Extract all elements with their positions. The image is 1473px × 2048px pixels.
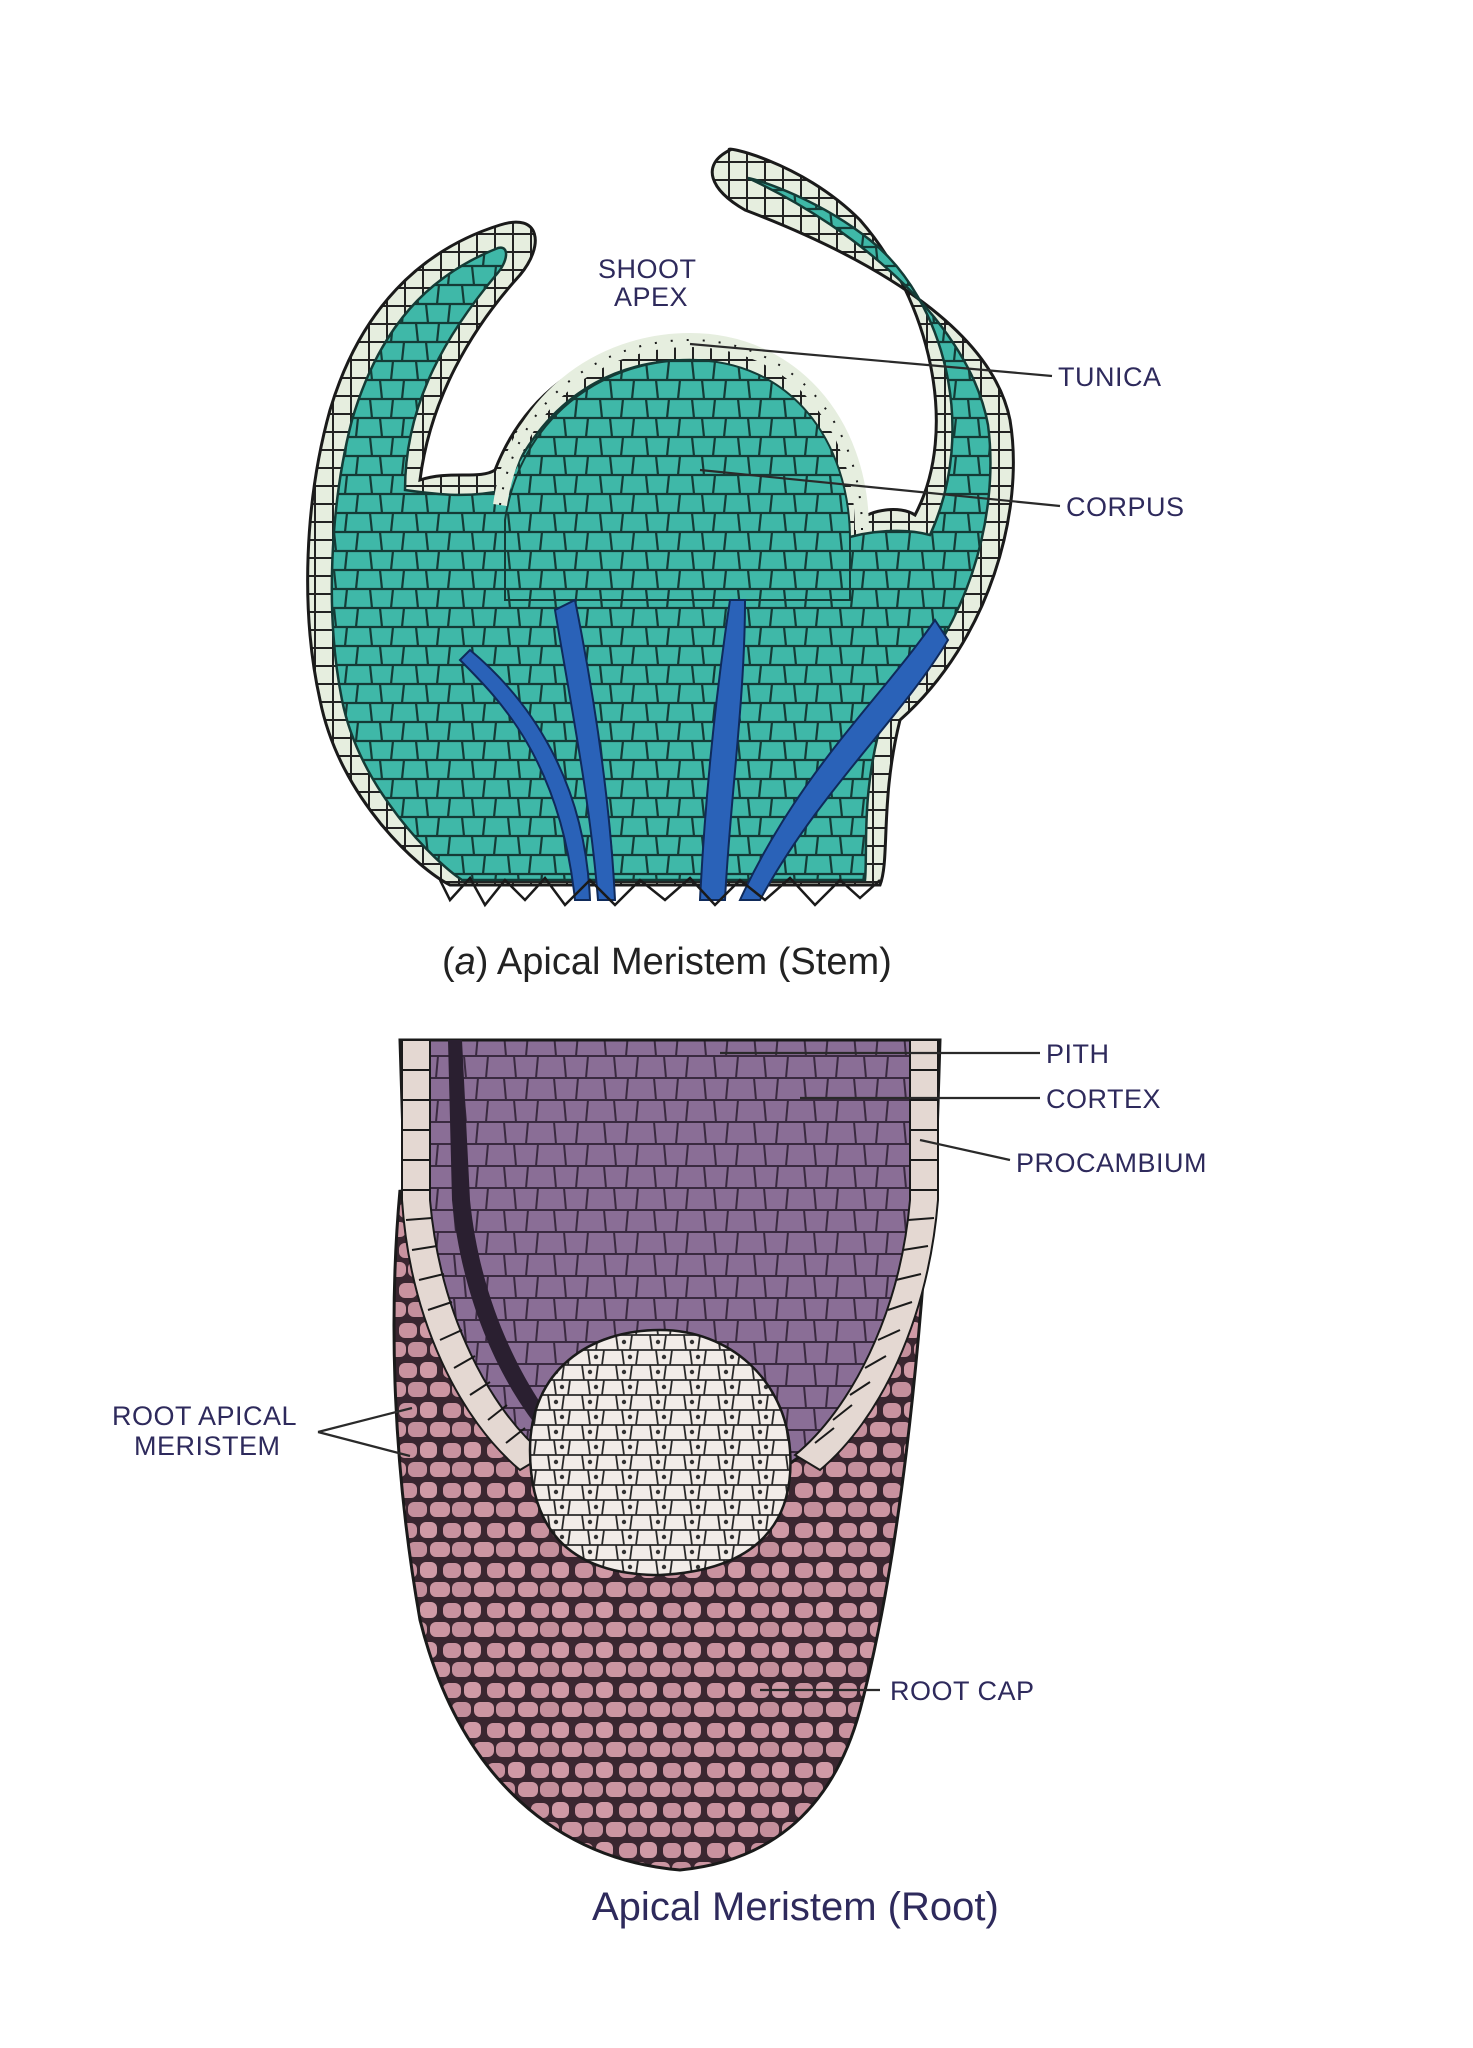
stem-bottom-edge [438, 875, 881, 908]
tunica-leader-line [689, 342, 1053, 378]
root-apical-meristem-label-2: MERISTEM [134, 1431, 281, 1461]
corpus-leader-line [699, 468, 1061, 508]
root-apical-meristem-label-1: ROOT APICAL [112, 1401, 297, 1431]
stem-caption-rest: ) Apical Meristem (Stem) [476, 941, 892, 983]
procambium-label: PROCAMBIUM [1016, 1148, 1207, 1178]
root-apical-meristem-leader-lower [317, 1430, 411, 1458]
cortex-label: CORTEX [1046, 1084, 1161, 1114]
root-apical-meristem-core [528, 1328, 792, 1577]
root-caption: Apical Meristem (Root) [592, 1885, 999, 1929]
root-cap-label: ROOT CAP [890, 1676, 1035, 1706]
corpus-dome [504, 358, 851, 601]
procambium-strand [448, 1040, 560, 1440]
vascular-strand [553, 598, 617, 901]
tunica-label: TUNICA [1058, 362, 1162, 392]
stem-apex-drawing [306, 147, 1015, 908]
shoot-apex-label-1: SHOOT [598, 254, 697, 284]
corpus-label: CORPUS [1066, 492, 1185, 522]
stem-caption-letter: a [455, 941, 476, 983]
root-apical-meristem-leader-upper [317, 1406, 413, 1434]
pith-label: PITH [1046, 1039, 1110, 1069]
shoot-apex-label-2: APEX [614, 282, 688, 312]
stem-caption: (a) Apical Meristem (Stem) [442, 941, 892, 983]
procambium-leader-line [919, 1138, 1011, 1162]
vascular-strands [458, 598, 950, 901]
stem-caption-prefix: ( [442, 941, 455, 983]
root-apex-drawing [392, 1038, 942, 1872]
vascular-strand [738, 618, 950, 901]
vascular-strand [698, 599, 747, 901]
vascular-strand [458, 648, 592, 901]
